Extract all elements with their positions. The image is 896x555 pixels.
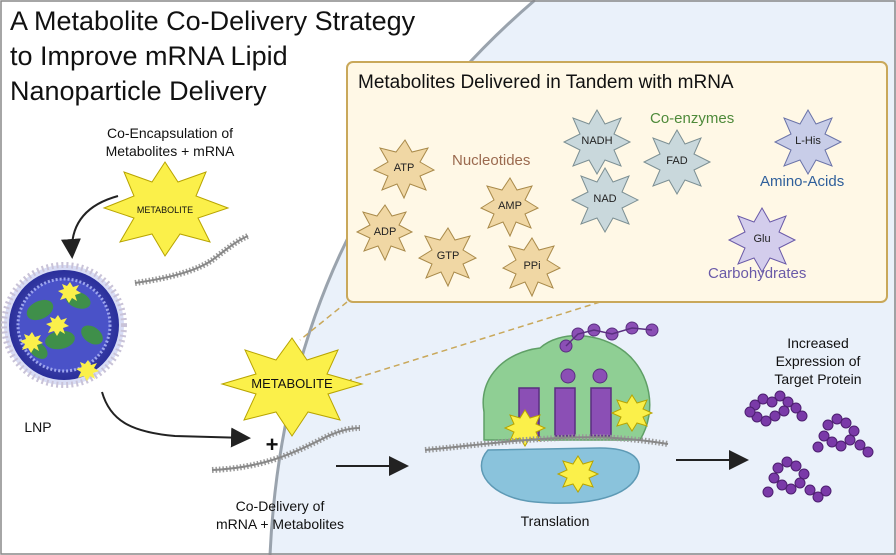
arrow-lnp-to-delivery [101, 391, 251, 448]
mrna-ribosome-line [424, 436, 669, 451]
title-line-2: to Improve mRNA Lipid [10, 41, 288, 71]
metabolite-small-label: METABOLITE [136, 205, 194, 215]
metabolite-star-large [220, 337, 364, 437]
co-delivery-line-2: mRNA + Metabolites [216, 516, 344, 532]
arrow-encapsulation [60, 195, 119, 259]
star-gtp [417, 227, 478, 288]
label-atp: ATP [393, 162, 415, 174]
star-atp [372, 139, 436, 200]
increased-expression-label: Increased Expression of Target Protein [748, 334, 888, 388]
co-encapsulation-line-1: Co-Encapsulation of [106, 125, 234, 141]
co-delivery-label: Co-Delivery of mRNA + Metabolites [195, 497, 365, 533]
lnp-particle [1, 262, 127, 388]
panel-title: Metabolites Delivered in Tandem with mRN… [358, 72, 734, 93]
co-encapsulation-line-2: Metabolites + mRNA [105, 143, 235, 159]
increased-line-3: Target Protein [774, 371, 862, 387]
label-adp: ADP [373, 226, 397, 238]
star-fad [642, 128, 712, 196]
plus-sign: + [265, 432, 279, 457]
title-line-3: Nanoparticle Delivery [10, 76, 267, 106]
mrna-strand-top-line [134, 235, 249, 284]
label-nadh: NADH [581, 135, 613, 147]
label-glu: Glu [753, 233, 771, 245]
label-amp: AMP [498, 200, 522, 212]
metabolite-star-small [102, 161, 230, 257]
mrna-strand-bottom-line [211, 427, 361, 471]
ribosome [480, 321, 659, 504]
panel-connector-right [349, 301, 601, 381]
category-amino-acids: Amino-Acids [760, 173, 845, 190]
label-ppi: PPi [523, 260, 541, 272]
label-fad: FAD [666, 155, 688, 167]
figure-title: A Metabolite Co-Delivery Strategy to Imp… [10, 4, 415, 109]
category-nucleotides: Nucleotides [452, 152, 531, 169]
star-nadh [562, 108, 632, 176]
star-ppi [501, 237, 562, 298]
lnp-label: LNP [24, 419, 52, 435]
star-l-his [773, 108, 843, 176]
star-nad [570, 166, 640, 234]
panel-connector-left [299, 301, 348, 341]
title-line-1: A Metabolite Co-Delivery Strategy [10, 6, 416, 36]
increased-line-2: Expression of [775, 353, 861, 369]
increased-line-1: Increased [787, 335, 849, 351]
label-nad: NAD [593, 193, 617, 205]
category-coenzymes: Co-enzymes [650, 110, 735, 127]
mrna-strand-top [134, 233, 250, 286]
label-gtp: GTP [436, 250, 460, 262]
co-encapsulation-label: Co-Encapsulation of Metabolites + mRNA [70, 124, 270, 160]
metabolite-large-label: METABOLITE [251, 376, 333, 391]
translation-label: Translation [520, 513, 590, 529]
category-carbohydrates: Carbohydrates [708, 265, 807, 282]
label-l-his: L-His [795, 135, 821, 147]
star-amp [479, 177, 540, 238]
star-adp [355, 204, 414, 262]
protein-cluster [744, 390, 874, 503]
star-glu [727, 206, 797, 274]
co-delivery-line-1: Co-Delivery of [235, 498, 325, 514]
